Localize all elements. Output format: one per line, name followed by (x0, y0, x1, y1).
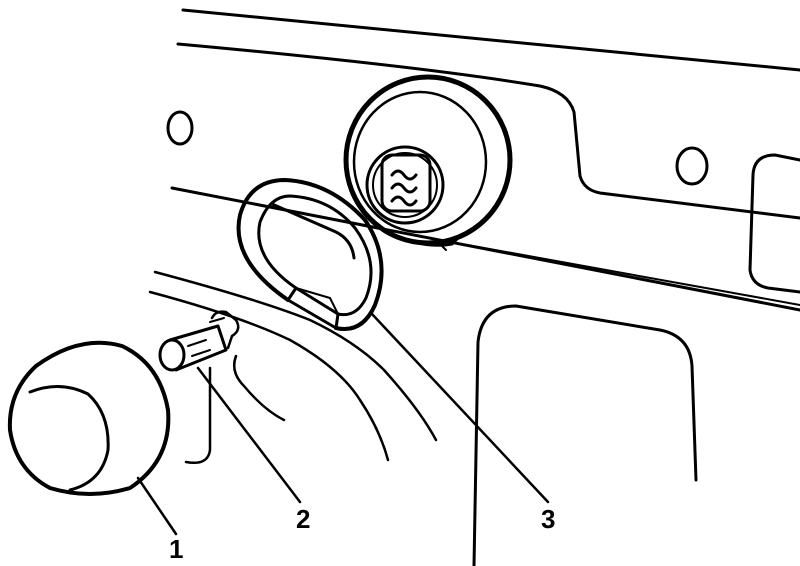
mounting-hole-left (166, 110, 194, 146)
leader-lines (136, 312, 550, 536)
lamp-housing (343, 74, 513, 251)
trim-lines (148, 270, 438, 464)
bulb (158, 310, 240, 372)
recess-lower (472, 304, 698, 566)
callout-1: 1 (169, 534, 184, 564)
mounting-hole-right (675, 146, 709, 186)
leader-line-1 (136, 476, 178, 536)
panel-outline (170, 8, 800, 312)
callout-3: 3 (541, 504, 556, 534)
callout-2: 2 (296, 504, 311, 534)
leader-line-2 (196, 366, 302, 504)
cap (7, 340, 171, 496)
retaining-ring (236, 178, 384, 331)
recess-right (748, 153, 800, 294)
leader-line-3 (370, 312, 550, 504)
